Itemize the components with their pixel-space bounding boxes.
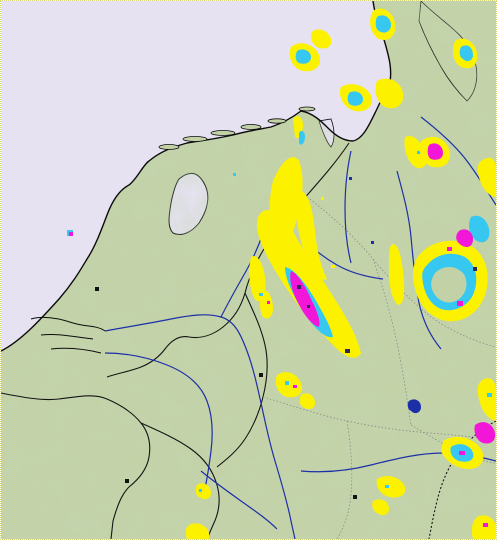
echo-cells-southeast xyxy=(185,372,496,539)
river-ijssel xyxy=(220,232,264,318)
river-mosel xyxy=(200,470,278,530)
echo-band-east xyxy=(389,135,427,305)
river-ems xyxy=(344,150,352,264)
echo-squall-line xyxy=(256,191,361,358)
rhine-delta xyxy=(30,316,106,354)
radar-echoes xyxy=(67,8,496,539)
echo-cells-northeast xyxy=(289,8,496,247)
river-maas xyxy=(104,352,213,498)
echo-ring-cell xyxy=(413,240,488,322)
echo-specks xyxy=(233,173,374,268)
echo-cells-border xyxy=(249,256,273,319)
river-rhine xyxy=(104,314,296,539)
echo-offshore xyxy=(67,230,73,236)
wadden-islands xyxy=(158,106,316,150)
